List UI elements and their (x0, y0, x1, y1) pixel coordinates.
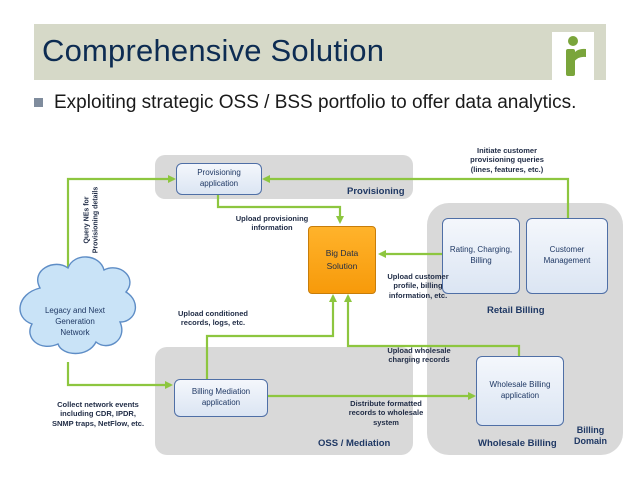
square-bullet-icon (34, 98, 43, 107)
provisioning-region-label: Provisioning (347, 186, 405, 197)
upload-customer-label: Upload customer profile, billing informa… (376, 272, 460, 300)
customer-management-box: Customer Management (526, 218, 608, 294)
big-data-solution-box: Big Data Solution (308, 226, 376, 294)
node-label-line: application (201, 398, 241, 407)
page-title: Comprehensive Solution (42, 33, 385, 68)
edge-label-line: provisioning queries (470, 155, 544, 165)
billing-mediation-application-box: Billing Mediation application (174, 379, 268, 417)
edge-label-line: records to wholesale (348, 408, 424, 418)
edge-label-line: Provisioning details (92, 186, 99, 254)
edge-label-line: including CDR, IPDR, (60, 409, 136, 419)
node-label-line: Billing (470, 256, 492, 265)
node-label-line: Legacy and Next (44, 306, 106, 315)
network-cloud-shape (19, 256, 137, 355)
node-label-line: Generation (55, 316, 95, 326)
edge-label-line: system (373, 417, 399, 427)
wholesale-billing-application-box: Wholesale Billing application (476, 356, 564, 426)
edge-label-line: SNMP traps, NetFlow, etc. (51, 418, 145, 428)
edge-label-line: charging records (388, 355, 450, 365)
edge-label-line: Collect network events (57, 400, 139, 409)
edge-label-line: Distribute formatted (350, 399, 422, 408)
edge-initiate-provisioning (262, 175, 570, 218)
distribute-records-label: Distribute formatted records to wholesal… (336, 399, 436, 427)
node-label-line: Network (60, 327, 90, 337)
node-label-line: Big Data (325, 248, 359, 259)
rating-charging-billing-box: Rating, Charging, Billing (442, 218, 520, 294)
node-label-line: Billing Mediation (191, 387, 251, 397)
edge-label-line: Upload conditioned (178, 309, 248, 318)
bullet-text: Exploiting strategic OSS / BSS portfolio… (54, 92, 577, 113)
node-label-line: application (500, 391, 540, 400)
edge-upload-wholesale (344, 294, 521, 356)
retail-billing-region-label: Retail Billing (487, 305, 545, 316)
provisioning-application-box: Provisioning application (176, 163, 262, 195)
edge-collect-events (66, 362, 173, 389)
edge-label-line: Upload customer (387, 272, 449, 281)
node-label-line: Rating, Charging, (449, 245, 513, 255)
node-label-line: application (199, 179, 239, 188)
edge-label-line: Upload provisioning (235, 214, 309, 223)
bullet-point: Exploiting strategic OSS / BSS portfolio… (34, 92, 614, 118)
node-label-line: Provisioning (197, 168, 241, 178)
upload-provisioning-label: Upload provisioning information (222, 214, 322, 233)
letter-r-logo (552, 32, 594, 80)
edge-upload-provisioning (216, 193, 344, 224)
billing-domain-region-label: Billing Domain (574, 425, 607, 447)
billing-domain-label-line: Domain (574, 435, 608, 446)
edge-upload-conditioned (205, 294, 337, 379)
title-bar: Comprehensive Solution (34, 24, 606, 80)
node-label-line: Solution (326, 261, 358, 271)
wholesale-billing-region-label: Wholesale Billing (478, 438, 557, 449)
upload-conditioned-label: Upload conditioned records, logs, etc. (165, 309, 261, 328)
legacy-network-label: Legacy and Next Generation Network (28, 306, 122, 338)
node-label-line: Customer (549, 245, 585, 255)
billing-domain-label-line: Billing (576, 425, 605, 435)
initiate-queries-label: Initiate customer provisioning queries (… (452, 146, 562, 174)
edge-label-line: (lines, features, etc.) (470, 164, 544, 174)
collect-events-label: Collect network events including CDR, IP… (36, 400, 160, 428)
query-nes-label: Query NEs for Provisioning details (77, 176, 107, 264)
edge-label-line: profile, billing (393, 281, 443, 291)
node-label-line: Wholesale Billing (489, 380, 551, 390)
edge-label-line: information, etc. (388, 290, 448, 300)
edge-label-line: Query NEs for (83, 196, 91, 244)
edge-label-line: Upload wholesale (387, 346, 451, 355)
edge-label-line: information (251, 223, 293, 233)
edge-label-line: records, logs, etc. (180, 318, 246, 328)
node-label-line: Management (543, 256, 591, 265)
edge-query-nes (66, 175, 176, 276)
oss-mediation-region-label: OSS / Mediation (318, 438, 391, 449)
edge-label-line: Initiate customer (476, 146, 537, 155)
upload-wholesale-label: Upload wholesale charging records (374, 346, 464, 365)
